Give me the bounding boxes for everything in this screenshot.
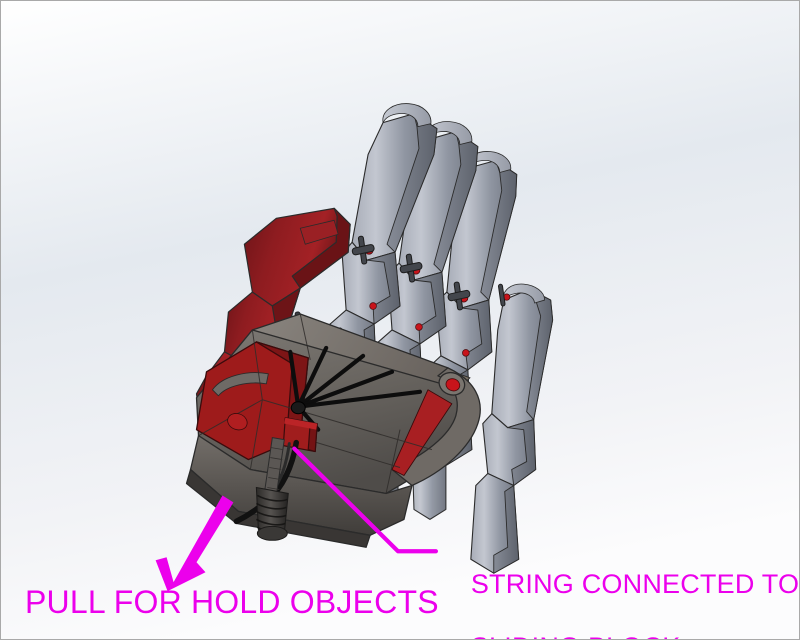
sliding-block (282, 417, 318, 453)
pull-for-hold-objects-label: PULL FOR HOLD OBJECTS (25, 584, 439, 620)
little-finger (470, 283, 554, 574)
string-connected-label: STRING CONNECTED TO SLIDING BLOCK (440, 538, 800, 639)
string-label-line1: STRING CONNECTED TO (470, 569, 800, 600)
coil-spring (255, 486, 289, 541)
tendon-hub (290, 401, 306, 415)
pull-arrow (155, 495, 234, 592)
finger-linkage-hardware (351, 235, 506, 311)
palm-body (185, 313, 481, 548)
string-leader-line (292, 446, 439, 554)
string-label-line2: SLIDING BLOCK (471, 632, 681, 639)
